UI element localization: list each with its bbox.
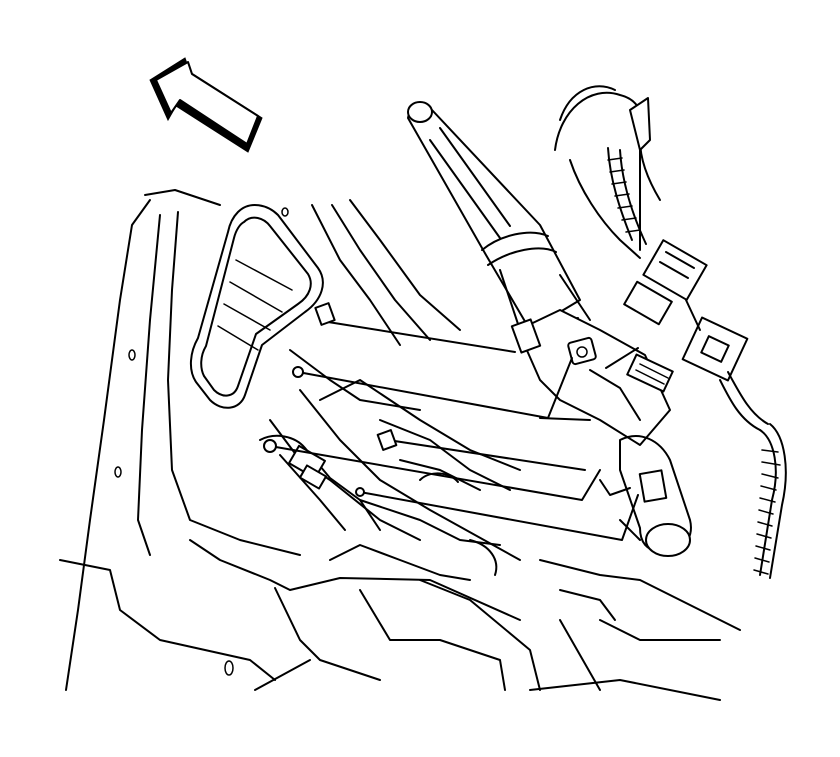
leader-lines	[263, 302, 641, 541]
connector-a	[510, 318, 542, 354]
vent-bracket	[190, 204, 324, 409]
body-panel	[59, 189, 541, 691]
floor-structure	[529, 559, 741, 701]
connector-b	[567, 336, 597, 366]
steering-column	[407, 101, 591, 331]
harness-connector-lower	[623, 280, 673, 326]
control-module	[510, 309, 692, 557]
connector-d	[638, 469, 668, 503]
console-frame	[259, 199, 521, 581]
wiring-harness	[554, 85, 787, 579]
arrow-icon	[149, 57, 263, 153]
